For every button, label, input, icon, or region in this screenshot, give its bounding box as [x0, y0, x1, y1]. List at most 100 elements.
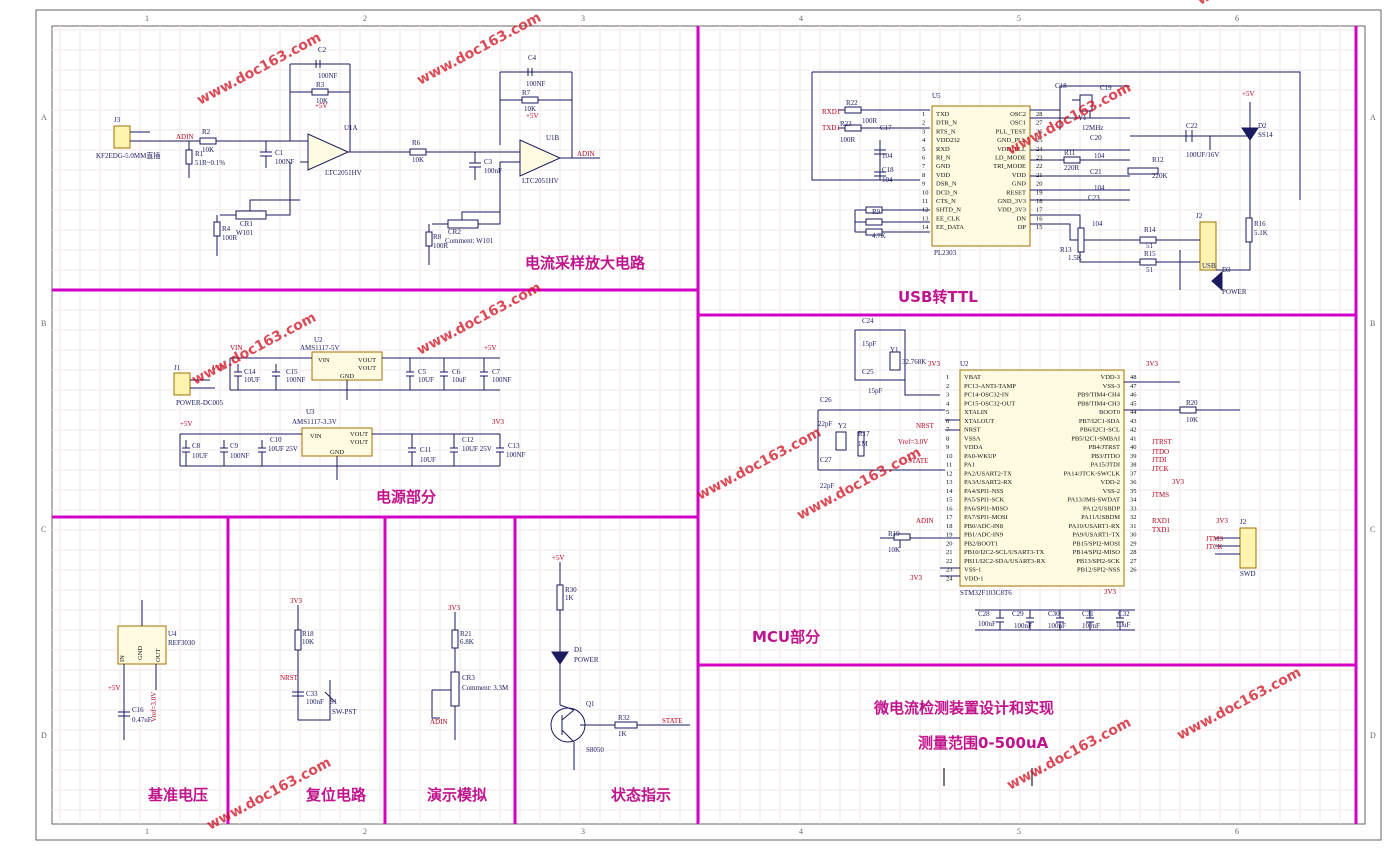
mcu-pin-label: VDD-2: [1101, 479, 1121, 486]
mcu-pin-label: PB7/I2C1-SDA: [1079, 418, 1120, 425]
zone-col-top: 6: [1235, 14, 1239, 23]
u4-pin-gnd: GND: [137, 646, 144, 660]
c21-ref: C21: [1090, 168, 1102, 176]
zone-row-right: A: [1370, 113, 1376, 122]
zone-row-right: C: [1370, 525, 1375, 534]
u5-pin-number: 1: [922, 111, 925, 118]
r2-ref: R2: [202, 128, 211, 136]
zone-col-bottom: 3: [581, 827, 585, 836]
c15-value: 100NF: [286, 376, 306, 384]
mcu-jtdo-label: JTDO: [1152, 448, 1169, 456]
u5-pin-label: VDD232: [936, 137, 960, 144]
usb-5v-label: +5V: [1242, 90, 1255, 98]
pwr-3v3-label: 3V3: [492, 418, 505, 426]
mcu-y1-ref: Y1: [890, 346, 899, 354]
mcu-pin-label: PB14/SPI2-MISO: [1073, 549, 1121, 556]
mcu-pin-number: 7: [946, 427, 950, 434]
mcu-pin-number: 41: [1130, 435, 1137, 442]
mcu-u2-part: STM32F103C8T6: [960, 589, 1012, 597]
r16-ref: R16: [1254, 220, 1266, 228]
mcu-pin-label: XTALOUT: [964, 418, 994, 425]
u5-pin-number: 18: [1036, 198, 1043, 205]
u5-pin-number: 16: [1036, 215, 1043, 222]
pwr-u3-vin: VIN: [310, 433, 322, 440]
zone-col-bottom: 4: [799, 827, 803, 836]
mcu-pin-label: VSS-2: [1103, 488, 1120, 495]
c16-ref: C16: [132, 706, 144, 714]
mcu-pin-label: NRST: [964, 427, 981, 434]
u5-pin-label: OSC1: [1010, 120, 1026, 127]
mcu-y2-ref: Y2: [838, 422, 847, 430]
u5-pin-number: 2: [922, 120, 925, 127]
r12-ref: R12: [1152, 156, 1164, 164]
cr2-ref: CR2: [448, 228, 461, 236]
zone-row-right: D: [1370, 731, 1376, 740]
zone-col-bottom: 2: [363, 827, 367, 836]
mcu-pin-label: VDD-1: [964, 575, 984, 582]
r22-ref: R22: [846, 99, 858, 107]
u5-ref: U5: [932, 92, 941, 100]
u5-pin-number: 24: [1036, 146, 1043, 153]
reset-3v3-label: 3V3: [290, 597, 303, 605]
r30-value: 1K: [565, 594, 574, 602]
power-section: [173, 351, 504, 480]
u5-pin-number: 15: [1036, 224, 1043, 231]
c23-ref: C23: [1088, 194, 1100, 202]
mcu-pin-label: PB11/I2C2-SDA/USART3-RX: [964, 558, 1046, 565]
mcu-pin-number: 34: [1130, 497, 1137, 504]
u5-pin-label: DP: [1018, 224, 1027, 231]
c24-value: 15pF: [862, 340, 877, 348]
mcu-pin-number: 15: [946, 497, 953, 504]
mcu-pin-number: 17: [946, 514, 953, 521]
usb-j2-ref: J2: [1196, 212, 1203, 220]
mcu-pin-label: PB5/I2C1-SMBAI: [1071, 435, 1120, 442]
swd-3v3-label: 3V3: [1216, 517, 1229, 525]
mcu-pin-number: 30: [1130, 532, 1137, 539]
mcu-pin-number: 29: [1130, 540, 1137, 547]
mcu-pin-label: PB2/BOOT1: [964, 540, 998, 547]
c11-value: 10UF: [420, 456, 436, 464]
r2-value: 10K: [202, 146, 214, 154]
reset-nrst-label: NRST: [280, 674, 299, 682]
c14-ref: C14: [244, 368, 256, 376]
r9-value: 4.7K: [872, 232, 886, 240]
u4-pin-in: IN: [119, 655, 126, 662]
u5-pin-label: RESET: [1006, 189, 1026, 196]
u5-pin-number: 26: [1036, 128, 1043, 135]
r16-value: 5.1K: [1254, 229, 1268, 237]
r8-ref: R8: [433, 233, 442, 241]
mcu-pin-label: PA15/JTDI: [1091, 462, 1120, 469]
u5-pin-number: 11: [922, 198, 928, 205]
u5-pin-label: VDD: [936, 172, 950, 179]
zone-row-right: B: [1370, 319, 1375, 328]
s1-ref: S1: [330, 698, 338, 706]
cr2-value: Comment: W101: [445, 237, 494, 245]
zone-col-top: 1: [145, 14, 149, 23]
demo-section: [431, 612, 460, 740]
r11-ref: R11: [1064, 149, 1076, 157]
pwr-vin-label2: VIN: [212, 364, 224, 372]
mcu-pin-number: 19: [946, 532, 953, 539]
mcu-jtms-label: JTMS: [1152, 491, 1169, 499]
s1-value: SW-PST: [332, 708, 357, 716]
mcu-pin-label: VSS-3: [1103, 383, 1120, 390]
mcu-vref-label: Vref=3.0V: [898, 438, 928, 446]
c20-ref: C20: [1090, 134, 1102, 142]
c16-value: 0.47uF: [132, 716, 152, 724]
c12-ref: C12: [462, 436, 474, 444]
r20-ref: R20: [1186, 399, 1198, 407]
d1-value: POWER: [574, 656, 599, 664]
r7-ref: R7: [522, 89, 531, 97]
r3-ref: R3: [316, 81, 325, 89]
mcu-jtdi-label: JTDI: [1152, 456, 1167, 464]
r23-value: 100R: [840, 136, 856, 144]
u5-pin-label: SHTD_N: [936, 207, 961, 214]
mcu-pin-label: PA0-WKUP: [964, 453, 997, 460]
title-block-title: 微电流检测装置设计和实现: [873, 699, 1054, 717]
u5-pin-number: 19: [1036, 189, 1043, 196]
mcu-pin-number: 47: [1130, 383, 1137, 390]
section-title-usb: USB转TTL: [898, 288, 978, 306]
c5-value: 10UF: [418, 376, 434, 384]
j1-desc: POWER-DC005: [176, 399, 224, 407]
